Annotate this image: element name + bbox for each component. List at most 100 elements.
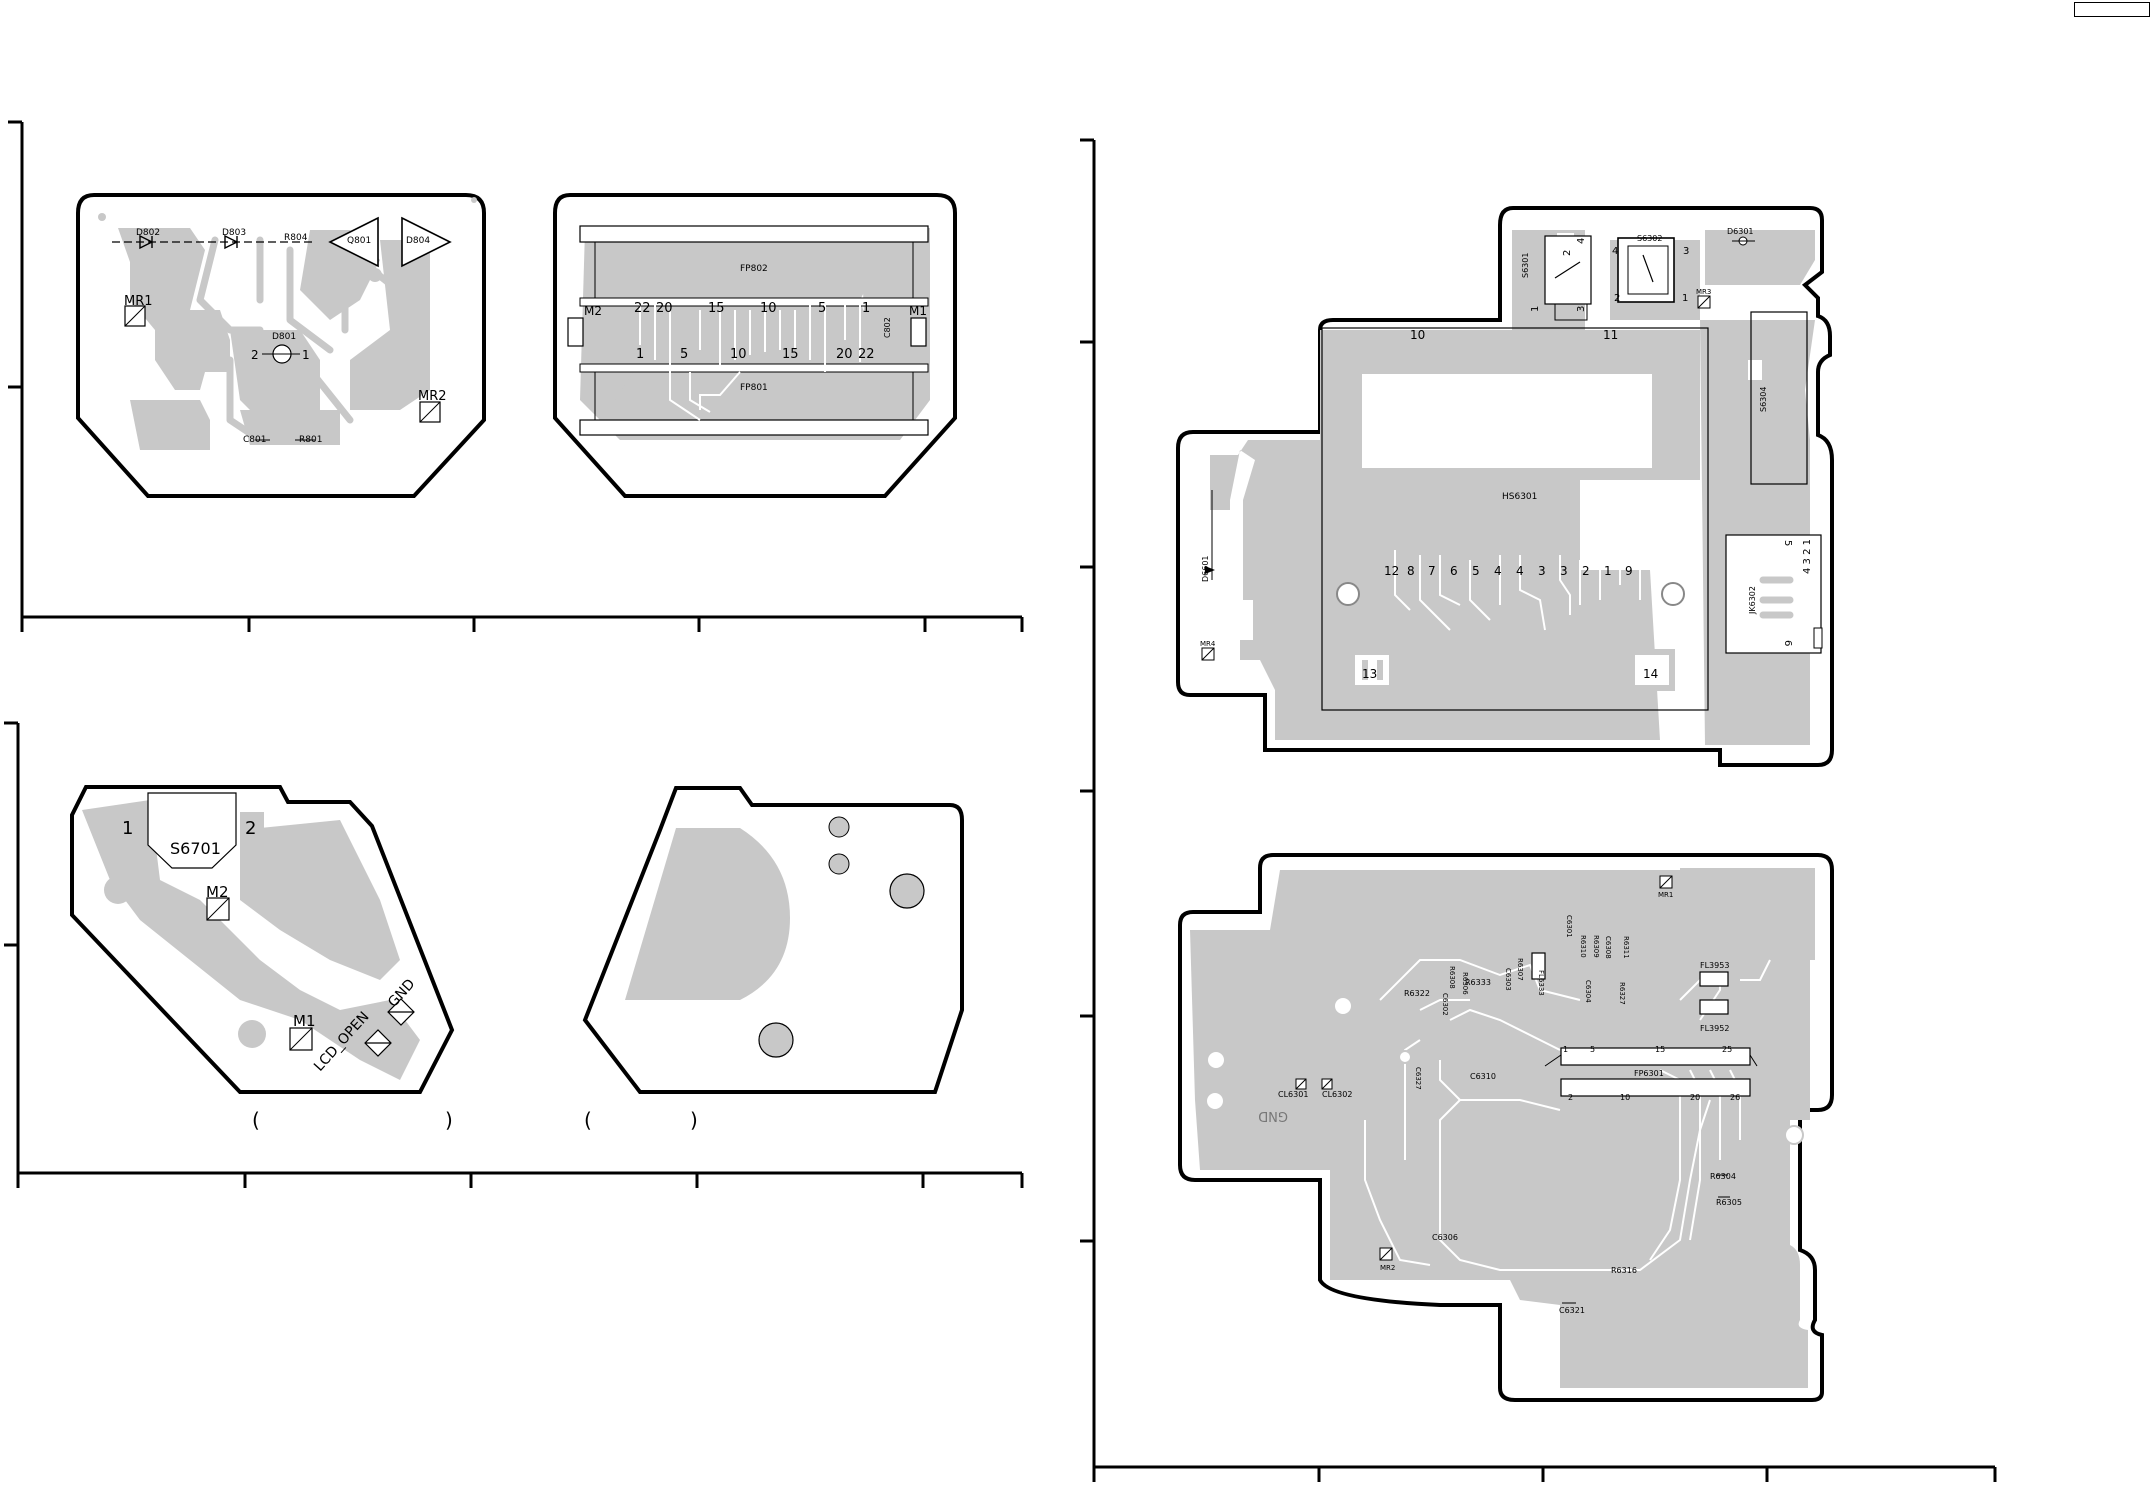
- s6301-pin-2: 2: [1562, 250, 1573, 256]
- fp801-pin-5: 5: [680, 347, 688, 362]
- label-d801: D801: [272, 332, 296, 342]
- label-d804: D804: [406, 236, 430, 246]
- label-jk6302: JK6302: [1748, 586, 1757, 615]
- board-f: MR1 FL3953 FL3952 FP6301 CL6301 CL6302 G…: [1178, 853, 1834, 1402]
- fp802-pin-5: 5: [818, 301, 826, 316]
- jk6302-pins: 4 3 2 1: [1802, 539, 1813, 574]
- fp6301-pin-25: 25: [1722, 1045, 1732, 1054]
- fp801-pin-1: 1: [636, 347, 644, 362]
- hs6301-pin-numbers: 12 8 7 6 5 4 4 3 3 2 1 9: [1384, 564, 1633, 578]
- hs6301-holder-outline: [1321, 327, 1709, 711]
- label-pin-10: 10: [1410, 328, 1425, 342]
- label-r6304: R6304: [1710, 1172, 1736, 1181]
- s6301-pin-1: 1: [1530, 306, 1541, 312]
- label-fl3953: FL3953: [1700, 961, 1729, 970]
- label-c6301: C6301: [1565, 915, 1573, 938]
- label-fp801: FP801: [740, 383, 768, 393]
- hs-pin-1: 1: [1604, 564, 1612, 578]
- fp802-connector-outline: [579, 225, 929, 243]
- fp6301-pin-2: 2: [1568, 1093, 1573, 1102]
- parenthetical-notes: ( ) ( ): [252, 1108, 698, 1132]
- label-r6333: R6333: [1465, 978, 1491, 987]
- hs-pin-7: 7: [1428, 564, 1436, 578]
- label-m1: M1: [293, 1012, 316, 1030]
- fp802-pin-22: 22: [634, 301, 651, 316]
- s6302-pin-2: 2: [1614, 293, 1620, 304]
- fp802-pin-1: 1: [862, 301, 870, 316]
- label-s6701: S6701: [170, 839, 221, 858]
- hs-pin-6: 6: [1450, 564, 1458, 578]
- label-r6310: R6310: [1579, 935, 1587, 958]
- label-mr2: MR2: [418, 389, 447, 404]
- hs-pin-5: 5: [1472, 564, 1480, 578]
- label-mr2: MR2: [1380, 1264, 1395, 1272]
- label-r6306: R6306: [1461, 972, 1469, 995]
- label-hs6301: HS6301: [1502, 492, 1537, 502]
- board-b: FP802 FP801 M2 M1 C802 22 20 15 10 5 1 1…: [553, 193, 957, 498]
- frame-top-left: [8, 120, 1024, 632]
- label-c6306: C6306: [1432, 1233, 1458, 1242]
- frame-right: [1080, 138, 1997, 1482]
- label-c6308: C6308: [1604, 936, 1612, 959]
- board-d: [582, 786, 964, 1094]
- fp801-pin-22: 22: [858, 347, 875, 362]
- label-pin-13: 13: [1362, 667, 1377, 681]
- label-fl3952: FL3952: [1700, 1024, 1729, 1033]
- page-corner-box: [2074, 2, 2150, 17]
- label-mr1: MR1: [124, 294, 153, 309]
- s6304-switch-outline: [1750, 311, 1808, 485]
- label-s6304: S6304: [1759, 387, 1768, 412]
- paren-close-2: ): [690, 1108, 698, 1132]
- transistor-q801-symbol: [328, 216, 379, 268]
- label-c6310: C6310: [1470, 1072, 1496, 1081]
- label-r6305: R6305: [1716, 1198, 1742, 1207]
- paren-open-2: (: [584, 1108, 592, 1132]
- label-r6322: R6322: [1404, 989, 1430, 998]
- label-c6303: C6303: [1504, 968, 1512, 991]
- fp6301-pin-26: 26: [1730, 1093, 1740, 1102]
- label-r6307: R6307: [1516, 958, 1524, 981]
- m1-pad: [910, 317, 927, 347]
- paren-open-1: (: [252, 1108, 260, 1132]
- label-m2: M2: [206, 883, 229, 901]
- board-e: S6301 S6302 D6301 MR3 HS6301 S6304 D6601…: [1176, 206, 1834, 767]
- hs-pin-4a: 4: [1494, 564, 1502, 578]
- fp802-pin-20: 20: [656, 301, 673, 316]
- label-d801-pin2: 2: [251, 348, 259, 362]
- rotated-component-labels: C6301 R6308 R6310 C6302 R6311 R6307 C630…: [1441, 915, 1630, 1016]
- label-r6308: R6308: [1448, 966, 1456, 989]
- hs-pin-2: 2: [1582, 564, 1590, 578]
- label-s6302: S6302: [1637, 234, 1662, 243]
- s6302-pin-1: 1: [1682, 293, 1688, 304]
- diode-d804-symbol: [401, 216, 452, 268]
- hs-pin-12: 12: [1384, 564, 1399, 578]
- label-c6327: C6327: [1414, 1067, 1422, 1090]
- fp6301-pin-20: 20: [1690, 1093, 1700, 1102]
- fl3953-outline: [1699, 971, 1729, 987]
- label-c6302: C6302: [1441, 993, 1449, 1016]
- fp6301-pin-15: 15: [1655, 1045, 1665, 1054]
- fp6301-pin-5: 5: [1590, 1045, 1595, 1054]
- label-fp6301: FP6301: [1634, 1069, 1664, 1078]
- hs-pin-3a: 3: [1538, 564, 1546, 578]
- diode-d803-symbol: [224, 234, 239, 250]
- label-gnd: GND: [1258, 1108, 1288, 1123]
- label-pad-1: 1: [122, 818, 133, 839]
- label-mr1: MR1: [1658, 891, 1673, 899]
- label-d803: D803: [222, 228, 246, 238]
- label-r6327: R6327: [1618, 982, 1626, 1005]
- label-mr3: MR3: [1696, 288, 1711, 296]
- fp801-pin-20: 20: [836, 347, 853, 362]
- fp802-pin-15: 15: [708, 301, 725, 316]
- s6301-pin-3: 3: [1576, 306, 1587, 312]
- label-pin-11: 11: [1603, 328, 1618, 342]
- lcd-open-test-pad: [364, 1029, 392, 1057]
- hs-pin-3b: 3: [1560, 564, 1568, 578]
- label-c801: C801: [243, 435, 266, 445]
- fp801-pin-10: 10: [730, 347, 747, 362]
- label-fl6333: FL6333: [1537, 970, 1545, 996]
- jk6302-pin-6: 6: [1782, 640, 1793, 646]
- board-a: D802 D803 R804 Q801 D804 MR1 MR2 D801 2 …: [76, 193, 486, 498]
- label-pin-14: 14: [1643, 667, 1658, 681]
